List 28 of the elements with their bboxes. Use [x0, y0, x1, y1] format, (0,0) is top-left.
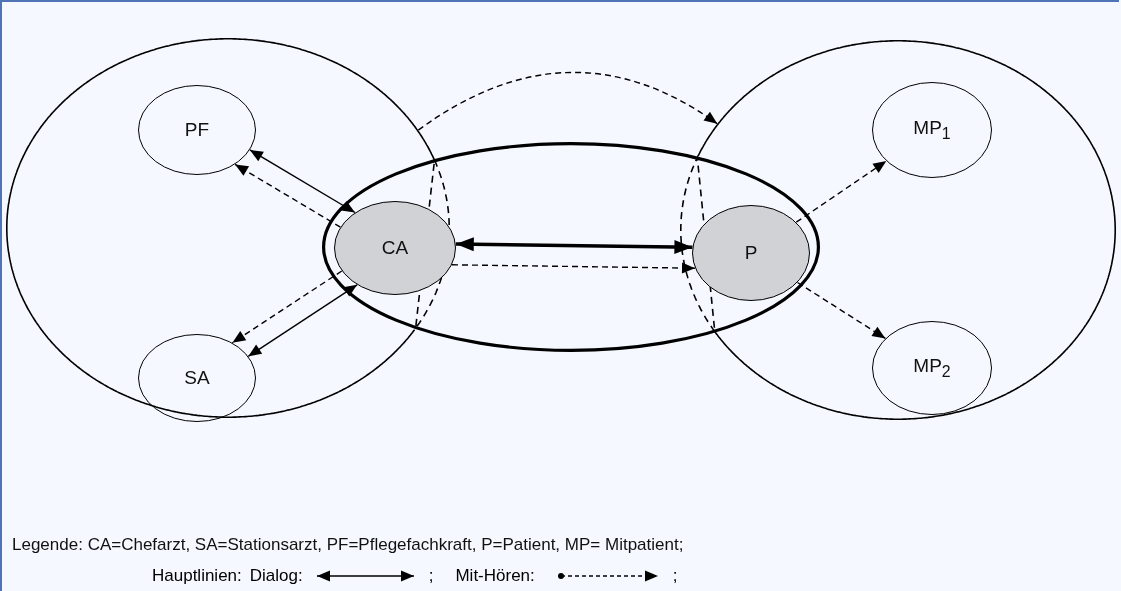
- arrow: [455, 237, 693, 254]
- node-label: PF: [184, 119, 210, 141]
- node-label: SA: [184, 367, 210, 389]
- arrow: [417, 71, 718, 131]
- arrow: [249, 149, 356, 214]
- arrow: [796, 281, 887, 340]
- group-circle: [680, 40, 1116, 420]
- arrow: [231, 270, 343, 344]
- legend-heading: Hauptlinien:: [152, 566, 242, 586]
- node-label: MP$_{2}$: [913, 355, 951, 381]
- legend-label: Mit-Hören:: [455, 566, 535, 586]
- node-label: MP$_{1}$: [913, 117, 951, 143]
- legend-note: Legende: CA=Chefarzt, SA=Stationsarzt, PF=Pflegefachkraft, P=Patient, MP= Mitpatient;: [12, 535, 684, 555]
- role-ellipse: [138, 334, 256, 422]
- arrow: [795, 160, 887, 223]
- arrow: [247, 284, 358, 357]
- role-ellipse: [872, 82, 992, 178]
- node-label: CA: [381, 237, 409, 259]
- role-ellipse: [334, 201, 456, 295]
- arrow: [234, 163, 342, 228]
- role-ellipse: [692, 205, 810, 301]
- legend-separator: ;: [428, 566, 434, 586]
- legend-separator: ;: [672, 566, 678, 586]
- legend-label: Dialog:: [249, 566, 303, 586]
- role-ellipse: [872, 321, 992, 415]
- arrow: [451, 262, 696, 274]
- node-label: P: [744, 242, 758, 264]
- role-ellipse: [138, 85, 256, 175]
